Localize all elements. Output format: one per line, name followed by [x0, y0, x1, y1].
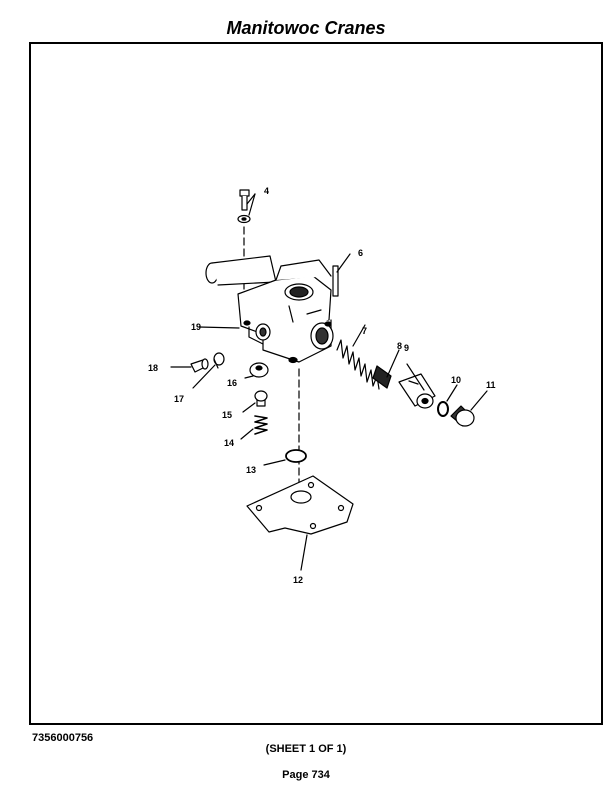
poppet-part-15: [242, 390, 268, 413]
callout-4: 4: [264, 186, 269, 196]
plug-part-18: [170, 358, 209, 373]
spring-part-14: [240, 415, 268, 440]
pin-part-6: [332, 253, 351, 297]
gasket-part-12: [246, 475, 354, 571]
callout-12: 12: [293, 575, 303, 585]
page-number: Page 734: [282, 769, 330, 781]
valve-body-part-19: [198, 255, 334, 364]
sheet-indicator: (SHEET 1 OF 1): [265, 743, 347, 755]
diagram-frame: 4 6 7 8 9 10 11 12 13 14 15 16 17 18 19: [29, 42, 603, 725]
callout-18: 18: [148, 363, 158, 373]
exploded-parts-diagram: 4 6 7 8 9 10 11 12 13 14 15 16 17 18 19: [148, 186, 496, 585]
part-number: 7356000756: [32, 732, 94, 744]
callout-19: 19: [191, 322, 201, 332]
spring-part-7: [336, 324, 380, 390]
callout-15: 15: [222, 410, 232, 420]
plug-part-11: [450, 390, 488, 427]
callout-9: 9: [404, 343, 409, 353]
page-title: Manitowoc Cranes: [226, 18, 386, 38]
callout-6: 6: [358, 248, 363, 258]
callout-10: 10: [451, 375, 461, 385]
o-ring-part-10: [437, 384, 458, 417]
spool-part-8: [372, 349, 400, 389]
o-ring-part-13: [263, 449, 307, 466]
callout-7: 7: [362, 326, 367, 336]
nut-part-16: [244, 362, 269, 379]
callout-13: 13: [246, 465, 256, 475]
plunger-part-9: [398, 363, 436, 409]
callout-16: 16: [227, 378, 237, 388]
callout-11: 11: [486, 380, 496, 390]
callout-8: 8: [397, 341, 402, 351]
callout-14: 14: [224, 438, 234, 448]
fitting-part-17: [192, 352, 225, 389]
callout-labels: 4 6 7 8 9 10 11 12 13 14 15 16 17 18 19: [148, 186, 496, 585]
callout-17: 17: [174, 394, 184, 404]
